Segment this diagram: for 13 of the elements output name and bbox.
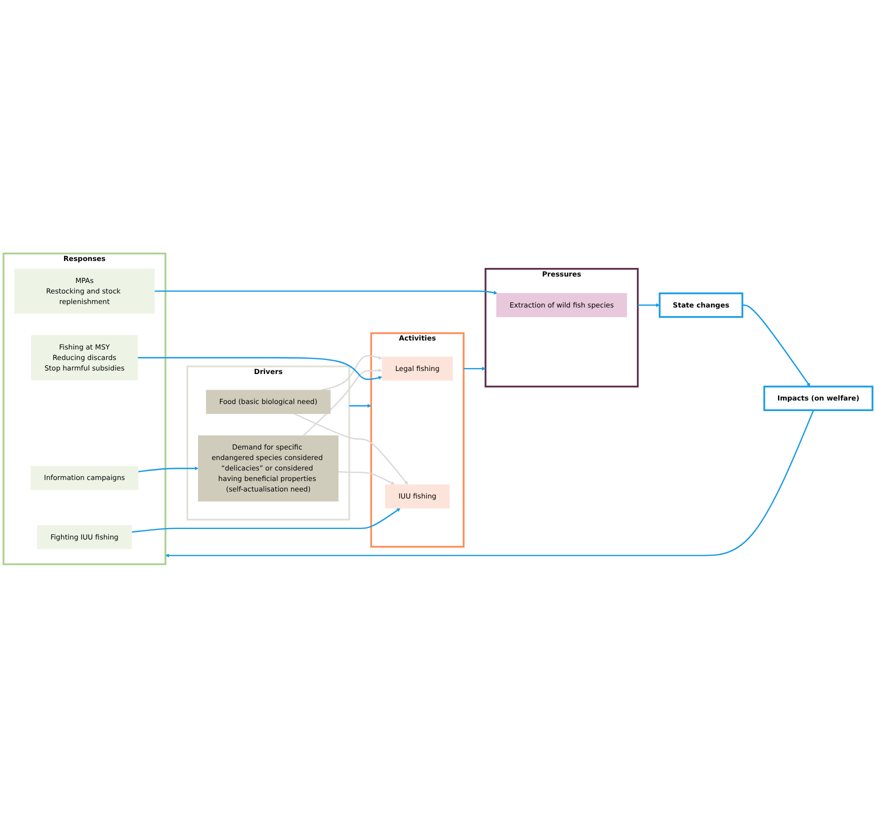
arrow xyxy=(138,357,382,380)
arrow xyxy=(165,410,814,558)
arrow xyxy=(464,366,486,371)
arrow xyxy=(638,303,660,308)
arrow xyxy=(349,404,372,408)
arrow xyxy=(154,290,498,295)
arrow xyxy=(742,304,810,387)
arrow xyxy=(338,471,395,485)
arrow xyxy=(138,466,198,472)
arrow xyxy=(302,368,382,436)
arrow xyxy=(132,508,400,533)
arrow xyxy=(321,355,382,391)
arrow xyxy=(294,413,408,485)
